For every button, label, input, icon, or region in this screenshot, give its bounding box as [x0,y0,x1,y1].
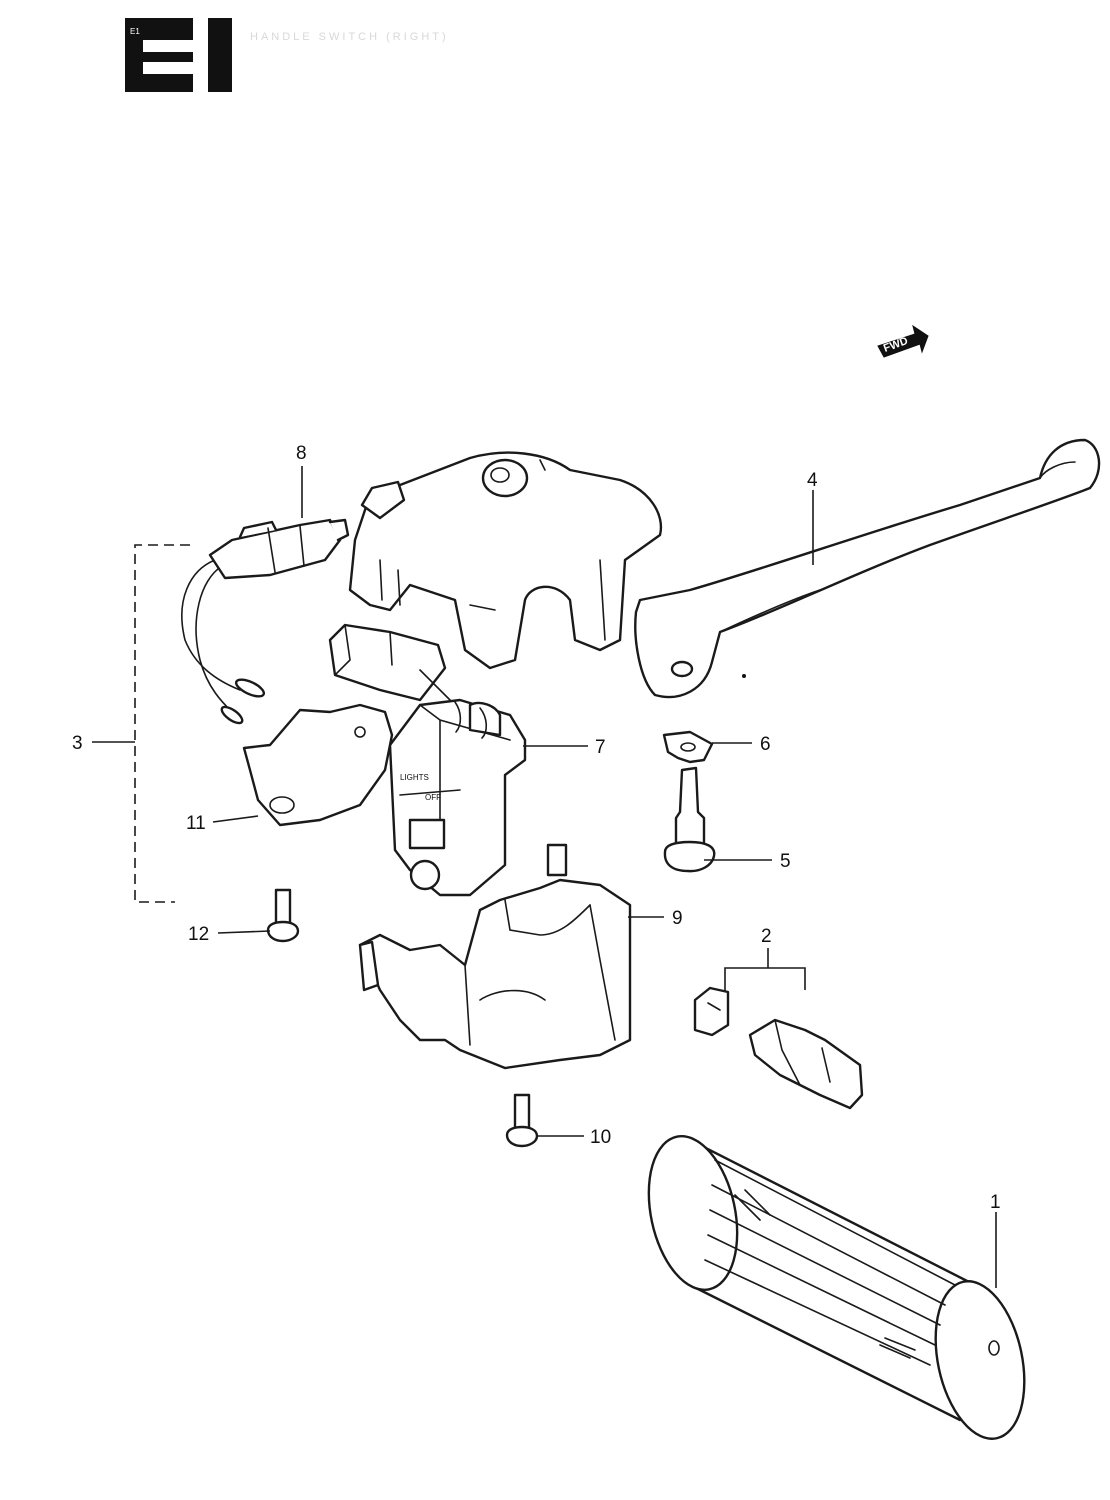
logo-text: E1 [130,27,140,36]
callout-5: 5 [780,851,791,872]
switch-label-off: OFF [425,793,441,802]
leader-lines [92,466,997,1288]
part-12-screw [266,888,300,943]
callout-12: 12 [188,924,209,945]
section-logo: E1 [125,18,232,92]
callout-3: 3 [72,733,83,754]
callout-1: 1 [990,1192,1001,1213]
callout-9: 9 [672,908,683,929]
callout-11: 11 [186,813,206,834]
part-7-switch-assembly: LIGHTS OFF [388,698,527,897]
fwd-arrow-icon: FWD [877,324,929,358]
faint-header-text: HANDLE SWITCH (RIGHT) [250,31,449,43]
callout-4: 4 [807,470,818,491]
wiring-coupler [328,623,461,711]
callout-6: 6 [760,734,771,755]
upper-switch-housing [348,451,663,670]
part-1-grip [647,1135,1026,1440]
part-4-brake-lever [634,438,1101,699]
part-8-wire-connector [181,518,350,725]
part-9-lower-housing [358,843,632,1070]
part-11-bracket [242,703,394,827]
part-5-bolt [663,766,716,873]
part-2-switch-parts [693,986,864,1110]
callout-8: 8 [296,443,307,464]
callout-10: 10 [590,1127,611,1148]
switch-label-lights: LIGHTS [400,773,429,782]
part-10-screw [505,1093,539,1148]
callout-2: 2 [761,926,772,947]
callout-7: 7 [595,737,606,758]
part-6-clip [662,730,714,764]
assembly-bracket [134,544,190,903]
